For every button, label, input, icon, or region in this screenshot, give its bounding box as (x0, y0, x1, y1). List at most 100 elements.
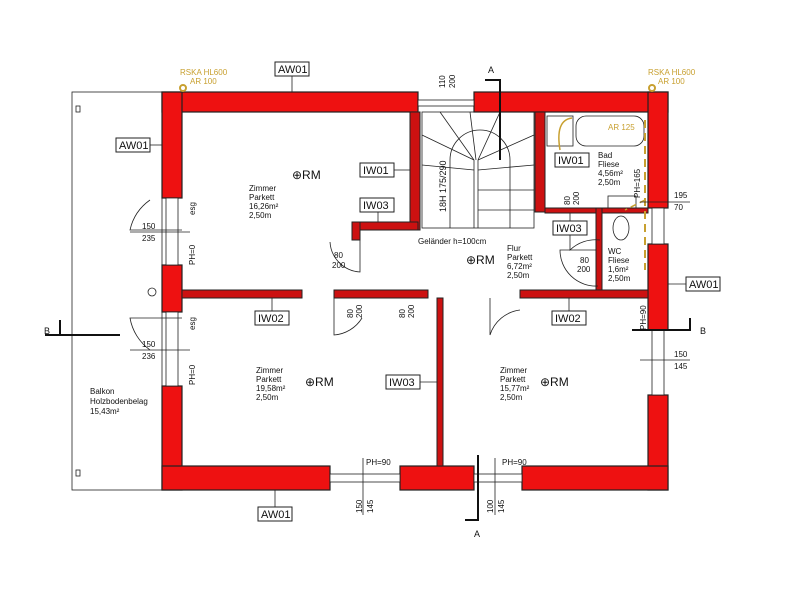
plan-label: Bad (598, 151, 612, 160)
plan-label: Flur (507, 244, 521, 253)
plan-label: Parkett (249, 193, 275, 202)
plan-label: 236 (142, 352, 156, 361)
plan-label: ⊕RM (540, 375, 569, 389)
tag-aw01-right: AW01 (689, 279, 719, 291)
windows (165, 99, 665, 483)
plan-label: Zimmer (249, 184, 276, 193)
chimney-right-size: AR 100 (658, 77, 685, 86)
balcony-area: 15,43m² (90, 407, 120, 416)
room-wc: WC Fliese 1,6m² 2,50m (608, 247, 631, 283)
chimney-left-size: AR 100 (190, 77, 217, 86)
plan-label: 80 (398, 309, 407, 318)
plan-label: 200 (332, 261, 346, 270)
plan-label: 16,26m² (249, 202, 279, 211)
tag-iw03-top: IW03 (363, 200, 389, 212)
plan-label: 2,50m (507, 271, 530, 280)
plan-label: 145 (366, 499, 375, 513)
plan-label: 150 (142, 340, 156, 349)
plan-label: 4,56m² (598, 169, 623, 178)
plan-label: 2,50m (249, 211, 272, 220)
tag-iw02-right: IW02 (555, 313, 581, 325)
chimney-right: RSKA HL600 AR 100 (648, 68, 696, 92)
room-zimmer-2: Zimmer Parkett 19,58m² 2,50m ⊕RM (256, 366, 334, 402)
plan-label: WC (608, 247, 622, 256)
plan-label: Fliese (608, 256, 630, 265)
plan-label: 70 (674, 203, 683, 212)
room-zimmer-1: Zimmer Parkett 16,26m² 2,50m ⊕RM (249, 168, 321, 220)
balcony-floor: Holzbodenbelag (90, 397, 148, 406)
wall-tags: AW01 AW01 AW01 AW01 IW01 IW01 IW03 IW03 … (115, 61, 721, 522)
plan-label: 80 (580, 256, 589, 265)
chimney-right-type: RSKA HL600 (648, 68, 696, 77)
plan-label: 2,50m (500, 393, 523, 402)
section-a-bottom: A (474, 529, 480, 539)
plan-label: PH=90 (366, 458, 391, 467)
plan-label: 235 (142, 234, 156, 243)
plan-label: 145 (497, 499, 506, 513)
plan-label: 6,72m² (507, 262, 532, 271)
tag-iw03-bottom: IW03 (389, 377, 415, 389)
plan-label: 80 (563, 196, 572, 205)
doors[interactable] (129, 199, 601, 351)
chimney-left-type: RSKA HL600 (180, 68, 228, 77)
plan-label: 2,50m (256, 393, 279, 402)
plan-label: Zimmer (500, 366, 527, 375)
exterior-walls (161, 91, 669, 491)
plan-label: Parkett (256, 375, 282, 384)
plan-label: PH=0 (188, 364, 197, 385)
plan-label: 145 (674, 362, 688, 371)
plan-label: 2,50m (598, 178, 621, 187)
tag-iw03-wc: IW03 (556, 223, 582, 235)
plan-label: esg (188, 202, 197, 215)
plan-label: Parkett (500, 375, 526, 384)
plan-label: ⊕RM (292, 168, 321, 182)
plan-label: 150 (674, 350, 688, 359)
section-markers: A A B B (44, 65, 706, 539)
plan-label: 100 (486, 499, 495, 513)
ph165-label: PH=165 (633, 168, 642, 198)
balcony-name: Balkon (90, 387, 114, 396)
interior-walls (181, 111, 649, 467)
dimensions: 110 200 80 200 80 200 80 200 80 200 80 2… (130, 74, 690, 515)
tag-aw01-bottom: AW01 (261, 509, 291, 521)
section-b-right: B (700, 326, 706, 336)
plan-label: 195 (674, 191, 688, 200)
plan-label: 1,6m² (608, 265, 629, 274)
tag-aw01-top: AW01 (278, 64, 308, 76)
plan-label: 80 (334, 251, 343, 260)
plan-label: Parkett (507, 253, 533, 262)
plan-label: 2,50m (608, 274, 631, 283)
room-flur: Flur Parkett 6,72m² 2,50m ⊕RM (466, 244, 533, 280)
plan-label: PH=90 (639, 305, 648, 330)
plan-label: 19,58m² (256, 384, 286, 393)
tag-iw01-left: IW01 (363, 165, 389, 177)
plan-label: 200 (572, 191, 581, 205)
plan-label: 150 (355, 499, 364, 513)
plan-label: 200 (407, 304, 416, 318)
section-b-left: B (44, 326, 50, 336)
plan-label: ⊕RM (466, 253, 495, 267)
plan-label: 110 (438, 75, 447, 88)
plan-label: Fliese (598, 160, 620, 169)
section-a-top: A (488, 65, 494, 75)
plan-label: 80 (346, 309, 355, 318)
plan-label: PH=90 (502, 458, 527, 467)
tag-aw01-left: AW01 (119, 140, 149, 152)
railing-label: Geländer h=100cm (418, 237, 487, 246)
plan-label: 200 (448, 74, 457, 88)
tag-iw01-bath: IW01 (558, 155, 584, 167)
room-zimmer-3: Zimmer Parkett 15,77m² 2,50m ⊕RM (500, 366, 569, 402)
plan-label: 15,77m² (500, 384, 530, 393)
staircase[interactable]: 18H 175/290 Geländer h=100cm (418, 111, 535, 246)
plan-label: 200 (577, 265, 591, 274)
plan-label: PH=0 (188, 244, 197, 265)
stair-label: 18H 175/290 (438, 160, 448, 212)
plan-label: Zimmer (256, 366, 283, 375)
chimney-left: RSKA HL600 AR 100 (179, 68, 228, 92)
plan-label: ⊕RM (305, 375, 334, 389)
tag-iw02-left: IW02 (258, 313, 284, 325)
plan-label: 150 (142, 222, 156, 231)
plan-label: 200 (355, 304, 364, 318)
ar125-label: AR 125 (608, 123, 635, 132)
